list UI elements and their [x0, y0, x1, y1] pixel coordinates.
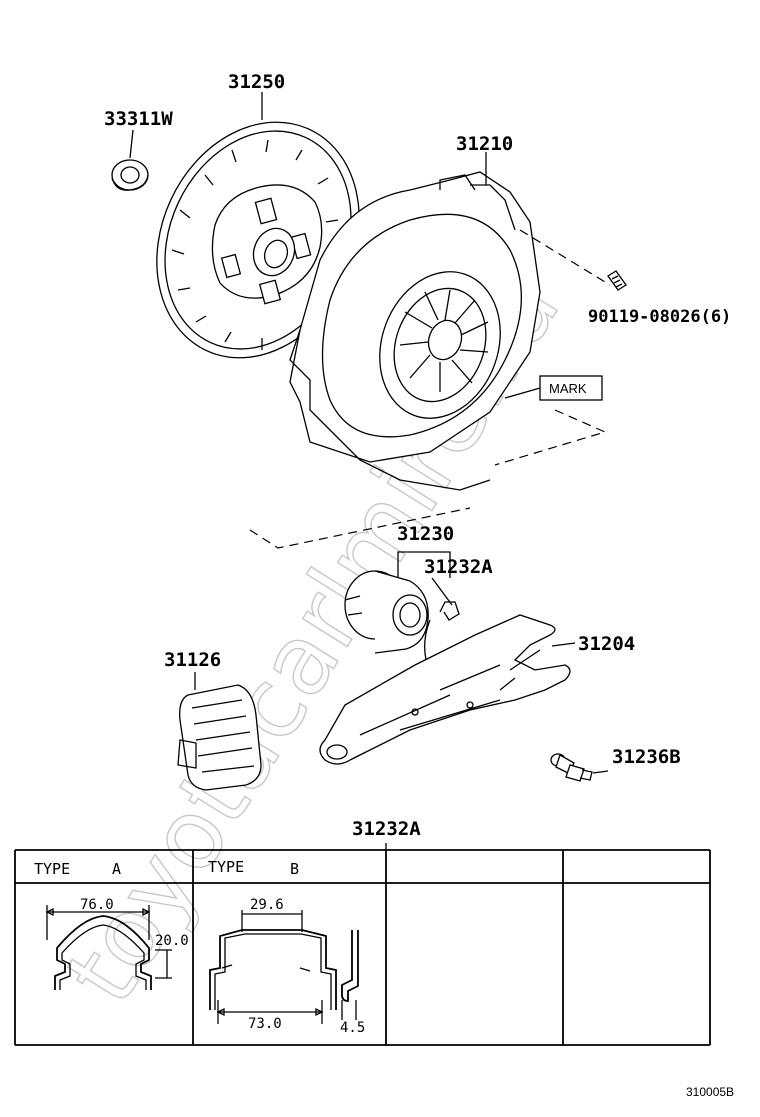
label-31250: 31250	[228, 71, 285, 93]
type-b-top-dim: 29.6	[250, 897, 284, 913]
release-bearing[interactable]	[344, 570, 429, 654]
figure-code: 310005B	[686, 1085, 734, 1099]
type-a-letter: A	[112, 860, 121, 878]
label-31230: 31230	[397, 523, 454, 545]
type-b-bottom-dim: 73.0	[248, 1016, 282, 1032]
type-b-label: TYPE	[208, 858, 244, 876]
clip-type-table	[14, 843, 711, 1046]
release-fork[interactable]	[319, 614, 571, 765]
type-b-clip-drawing	[209, 910, 359, 1024]
label-33311w: 33311W	[104, 108, 173, 130]
type-a-clip-drawing	[45, 905, 172, 990]
table-title: 31232A	[352, 818, 421, 840]
label-31210: 31210	[456, 133, 513, 155]
clutch-cover[interactable]	[289, 171, 541, 491]
label-31126: 31126	[164, 649, 221, 671]
clutch-cover-bolt[interactable]	[607, 270, 627, 291]
mark-label	[504, 375, 603, 401]
mark-text: MARK	[549, 381, 587, 396]
pivot-stud[interactable]	[550, 753, 593, 782]
type-b-letter: B	[290, 860, 299, 878]
type-b-side-dim: 4.5	[340, 1020, 365, 1036]
type-a-width-dim: 76.0	[80, 897, 114, 913]
label-31204: 31204	[578, 633, 635, 655]
pilot-bearing[interactable]	[111, 159, 149, 191]
label-90119: 90119-08026(6)	[588, 307, 731, 327]
type-a-height-dim: 20.0	[155, 933, 189, 949]
release-fork-boot[interactable]	[177, 684, 262, 791]
label-31236b: 31236B	[612, 746, 681, 768]
label-31232a: 31232A	[424, 556, 493, 578]
type-a-label: TYPE	[34, 860, 70, 878]
